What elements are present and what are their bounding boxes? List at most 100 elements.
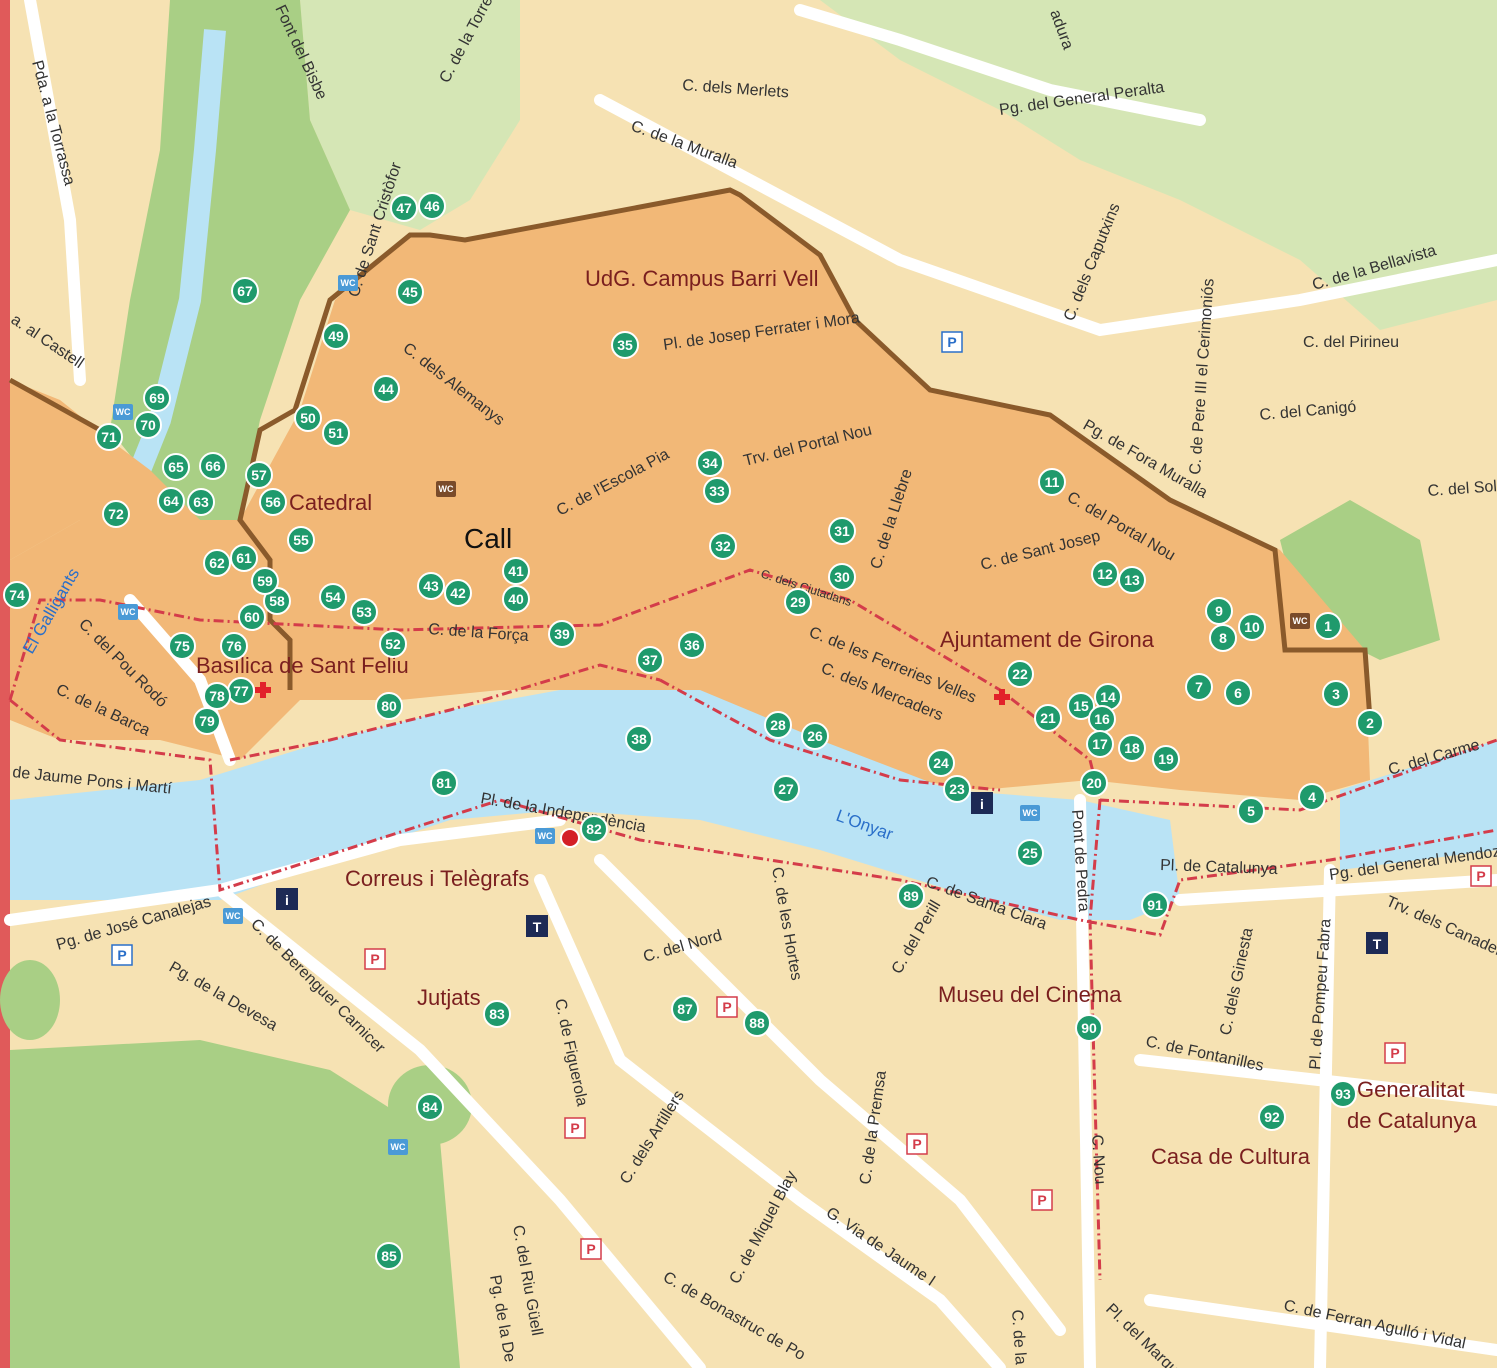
poi-marker-circle — [95, 423, 123, 451]
poi-marker-circle — [238, 603, 266, 631]
poi-marker-7[interactable]: 7 — [1185, 673, 1213, 701]
poi-marker-65[interactable]: 65 — [162, 453, 190, 481]
poi-marker-9[interactable]: 9 — [1205, 597, 1233, 625]
poi-marker-53[interactable]: 53 — [350, 598, 378, 626]
poi-marker-45[interactable]: 45 — [396, 278, 424, 306]
poi-marker-33[interactable]: 33 — [703, 477, 731, 505]
left-bank-blocks — [10, 380, 200, 560]
poi-marker-41[interactable]: 41 — [502, 557, 530, 585]
poi-marker-20[interactable]: 20 — [1080, 769, 1108, 797]
poi-marker-47[interactable]: 47 — [390, 194, 418, 222]
poi-marker-3[interactable]: 3 — [1322, 680, 1350, 708]
poi-marker-39[interactable]: 39 — [548, 620, 576, 648]
poi-marker-36[interactable]: 36 — [678, 631, 706, 659]
poi-marker-88[interactable]: 88 — [743, 1009, 771, 1037]
poi-marker-21[interactable]: 21 — [1034, 704, 1062, 732]
poi-marker-69[interactable]: 69 — [143, 384, 171, 412]
poi-marker-57[interactable]: 57 — [245, 461, 273, 489]
poi-marker-75[interactable]: 75 — [168, 632, 196, 660]
poi-marker-83[interactable]: 83 — [483, 1000, 511, 1028]
poi-marker-circle — [1006, 660, 1034, 688]
poi-marker-90[interactable]: 90 — [1075, 1014, 1103, 1042]
poi-marker-18[interactable]: 18 — [1118, 734, 1146, 762]
poi-marker-61[interactable]: 61 — [230, 544, 258, 572]
poi-marker-5[interactable]: 5 — [1237, 797, 1265, 825]
poi-marker-70[interactable]: 70 — [134, 411, 162, 439]
poi-marker-13[interactable]: 13 — [1118, 566, 1146, 594]
poi-marker-85[interactable]: 85 — [375, 1242, 403, 1270]
poi-marker-51[interactable]: 51 — [322, 419, 350, 447]
poi-marker-circle — [157, 487, 185, 515]
poi-marker-40[interactable]: 40 — [502, 585, 530, 613]
poi-marker-71[interactable]: 71 — [95, 423, 123, 451]
poi-marker-84[interactable]: 84 — [416, 1093, 444, 1121]
poi-marker-67[interactable]: 67 — [231, 277, 259, 305]
poi-marker-60[interactable]: 60 — [238, 603, 266, 631]
poi-marker-34[interactable]: 34 — [696, 449, 724, 477]
poi-marker-11[interactable]: 11 — [1038, 468, 1066, 496]
poi-marker-92[interactable]: 92 — [1258, 1103, 1286, 1131]
poi-marker-8[interactable]: 8 — [1209, 624, 1237, 652]
poi-marker-77[interactable]: 77 — [227, 677, 255, 705]
poi-marker-2[interactable]: 2 — [1356, 709, 1384, 737]
poi-marker-78[interactable]: 78 — [203, 682, 231, 710]
poi-marker-89[interactable]: 89 — [897, 882, 925, 910]
poi-marker-number: 8 — [1219, 630, 1227, 646]
poi-marker-19[interactable]: 19 — [1152, 745, 1180, 773]
poi-marker-50[interactable]: 50 — [294, 404, 322, 432]
poi-marker-16[interactable]: 16 — [1088, 705, 1116, 733]
poi-marker-63[interactable]: 63 — [187, 488, 215, 516]
poi-marker-14[interactable]: 14 — [1094, 683, 1122, 711]
poi-marker-74[interactable]: 74 — [3, 581, 31, 609]
poi-marker-23[interactable]: 23 — [943, 775, 971, 803]
poi-marker-91[interactable]: 91 — [1141, 891, 1169, 919]
poi-marker-42[interactable]: 42 — [444, 579, 472, 607]
poi-marker-38[interactable]: 38 — [625, 725, 653, 753]
poi-marker-1[interactable]: 1 — [1314, 612, 1342, 640]
poi-marker-81[interactable]: 81 — [430, 769, 458, 797]
poi-marker-22[interactable]: 22 — [1006, 660, 1034, 688]
poi-marker-44[interactable]: 44 — [372, 375, 400, 403]
poi-marker-87[interactable]: 87 — [671, 995, 699, 1023]
poi-marker-76[interactable]: 76 — [220, 632, 248, 660]
poi-marker-28[interactable]: 28 — [764, 711, 792, 739]
poi-marker-27[interactable]: 27 — [772, 775, 800, 803]
poi-marker-30[interactable]: 30 — [828, 563, 856, 591]
poi-marker-35[interactable]: 35 — [611, 331, 639, 359]
poi-marker-25[interactable]: 25 — [1016, 839, 1044, 867]
poi-marker-56[interactable]: 56 — [259, 488, 287, 516]
poi-marker-32[interactable]: 32 — [709, 532, 737, 560]
poi-marker-72[interactable]: 72 — [102, 500, 130, 528]
poi-marker-80[interactable]: 80 — [375, 692, 403, 720]
poi-marker-82[interactable]: 82 — [580, 815, 608, 843]
poi-marker-59[interactable]: 59 — [251, 567, 279, 595]
poi-marker-6[interactable]: 6 — [1224, 679, 1252, 707]
poi-marker-10[interactable]: 10 — [1238, 613, 1266, 641]
poi-marker-12[interactable]: 12 — [1091, 560, 1119, 588]
poi-marker-49[interactable]: 49 — [322, 322, 350, 350]
poi-marker-93[interactable]: 93 — [1329, 1080, 1357, 1108]
poi-marker-number: 67 — [237, 283, 253, 299]
poi-marker-62[interactable]: 62 — [203, 549, 231, 577]
poi-marker-54[interactable]: 54 — [319, 583, 347, 611]
poi-marker-26[interactable]: 26 — [801, 722, 829, 750]
poi-marker-29[interactable]: 29 — [784, 588, 812, 616]
park-northeast — [820, 0, 1497, 330]
poi-marker-64[interactable]: 64 — [157, 487, 185, 515]
poi-marker-number: 52 — [385, 636, 401, 652]
poi-marker-37[interactable]: 37 — [636, 646, 664, 674]
poi-marker-24[interactable]: 24 — [927, 749, 955, 777]
poi-marker-17[interactable]: 17 — [1086, 730, 1114, 758]
poi-marker-52[interactable]: 52 — [379, 630, 407, 658]
poi-marker-55[interactable]: 55 — [287, 526, 315, 554]
poi-marker-58[interactable]: 58 — [263, 587, 291, 615]
poi-marker-43[interactable]: 43 — [417, 572, 445, 600]
poi-marker-66[interactable]: 66 — [199, 452, 227, 480]
poi-marker-circle — [199, 452, 227, 480]
poi-marker-46[interactable]: 46 — [418, 192, 446, 220]
poi-marker-79[interactable]: 79 — [193, 707, 221, 735]
poi-marker-4[interactable]: 4 — [1298, 783, 1326, 811]
poi-marker-15[interactable]: 15 — [1067, 692, 1095, 720]
poi-marker-31[interactable]: 31 — [828, 517, 856, 545]
